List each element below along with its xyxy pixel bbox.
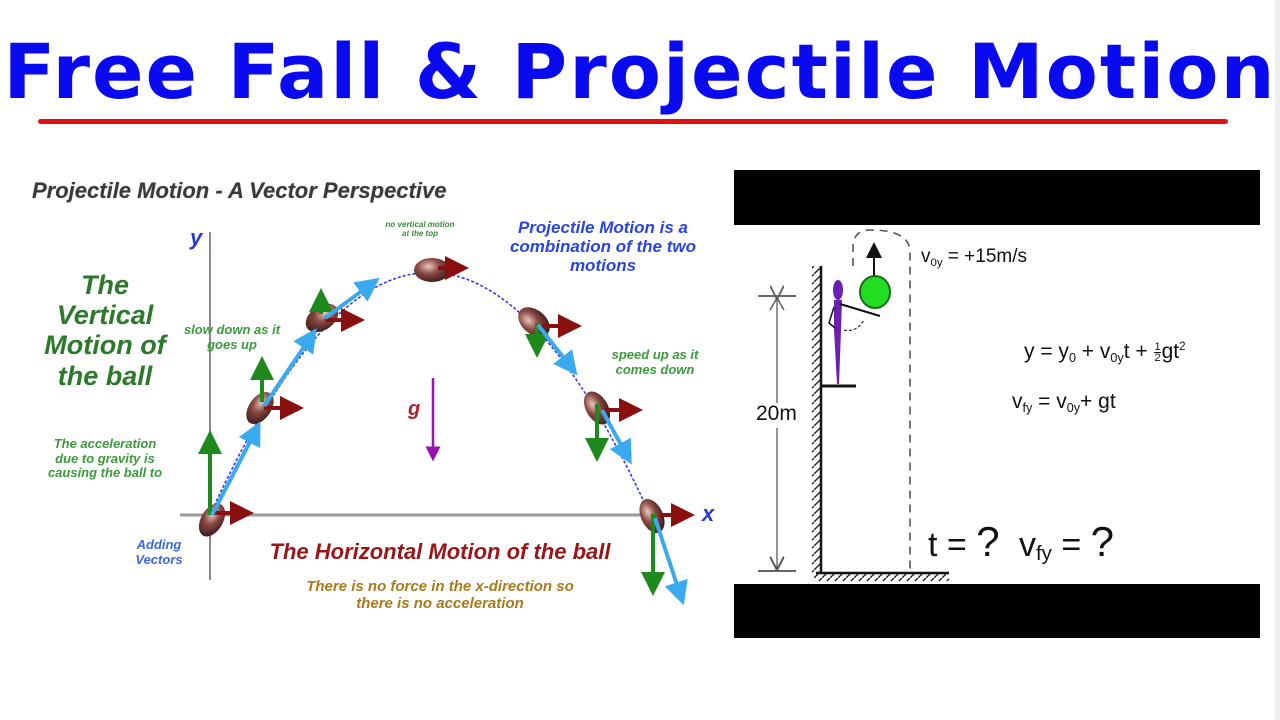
initial-velocity-label: v0y = +15m/s <box>921 246 1028 269</box>
vertical-motion-note: The acceleration due to gravity is causi… <box>47 436 163 481</box>
projectile-vector-diagram: Projectile Motion - A Vector Perspective… <box>20 170 720 630</box>
ground-hatch <box>814 574 949 581</box>
slow-down-note: slow down as it goes up <box>183 322 281 352</box>
speed-up-note: speed up as it comes down <box>611 347 699 377</box>
vertical-velocity-vectors <box>198 288 665 596</box>
horizontal-motion-note: There is no force in the x-direction so … <box>306 578 574 612</box>
horizontal-velocity-vectors <box>214 256 695 527</box>
page-title: Free Fall & Projectile Motion <box>3 27 1277 116</box>
x-axis-label: x <box>702 501 715 526</box>
ball-icon <box>198 258 665 537</box>
page-edge-strip <box>1275 0 1280 720</box>
diagram-heading: Projectile Motion - A Vector Perspective <box>32 178 447 203</box>
y-axis-label: y <box>190 225 203 250</box>
letterbox-bar-bottom <box>734 584 1260 638</box>
resultant-velocity-vectors <box>210 277 688 606</box>
trajectory-figure <box>180 232 695 606</box>
cliff-figure <box>758 229 949 581</box>
person-figure <box>828 280 881 387</box>
letterbox-bar-top <box>734 170 1260 225</box>
gravity-label: g <box>408 398 421 420</box>
adding-vectors-note: Adding Vectors <box>135 537 183 567</box>
top-note: no vertical motion at the top <box>385 220 455 238</box>
unknowns-label: t = ? vfy = ? <box>928 518 1114 565</box>
combination-note: Projectile Motion is a combination of th… <box>509 218 697 276</box>
horizontal-motion-title: The Horizontal Motion of the ball <box>269 539 611 564</box>
vertical-motion-title: The Vertical Motion of the ball <box>44 270 166 391</box>
cliff-hatch <box>812 266 821 574</box>
trajectory-curve <box>209 271 651 516</box>
height-label: 20m <box>756 402 797 425</box>
ball-icon <box>859 275 891 309</box>
ball-path <box>852 229 911 572</box>
velocity-equation: vfy = v0y+ gt <box>1012 390 1116 415</box>
title-underline <box>38 119 1228 124</box>
